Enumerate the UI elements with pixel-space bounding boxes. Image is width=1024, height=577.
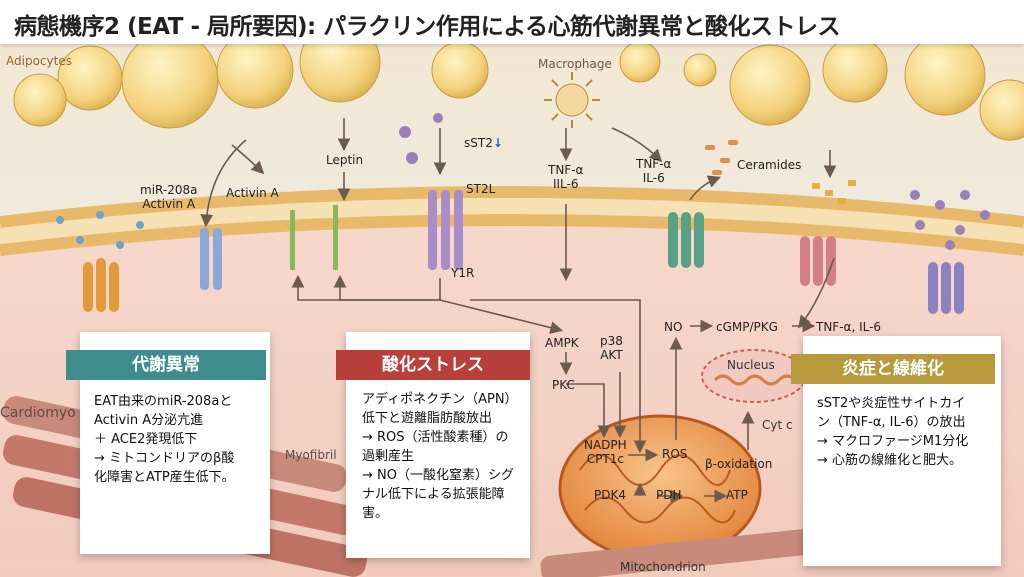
inflammation-card: 炎症と線維化 sST2や炎症性サイトカイ ン（TNF-α, IL-6）の放出 →… bbox=[791, 336, 1001, 566]
cardiomyocyte-label: Cardiomyo bbox=[0, 405, 76, 421]
pkc-label: PKC bbox=[552, 378, 575, 392]
mitochondrion-label: Mitochondrion bbox=[620, 560, 706, 574]
ceramides-label: Ceramides bbox=[737, 158, 802, 172]
tnf-il6-c-label: TNF-α, IL-6 bbox=[816, 320, 882, 334]
down-arrow-icon: ↓ bbox=[492, 136, 503, 150]
membrane-receptors bbox=[83, 190, 964, 314]
nucleus-label: Nucleus bbox=[727, 358, 775, 372]
oxidative-card: 酸化ストレス アディポネクチン（APN） 低下と遊離脂肪酸放出 → ROS（活性… bbox=[336, 332, 530, 558]
pdh-label: PDH bbox=[656, 488, 682, 502]
leptin-label: Leptin bbox=[326, 153, 364, 167]
metabolic-card-heading: 代謝異常 bbox=[66, 350, 266, 380]
macrophage-cell bbox=[544, 72, 600, 128]
st2l-label: ST2L bbox=[466, 182, 496, 196]
y1r-label: Y1R bbox=[451, 266, 475, 280]
tnf-il6-b-label: TNF-α IL-6 bbox=[636, 157, 672, 185]
inflammation-card-body: sST2や炎症性サイトカイ ン（TNF-α, IL-6）の放出 → マクロファー… bbox=[817, 396, 969, 468]
atp-label: ATP bbox=[726, 488, 748, 502]
metabolic-card: 代謝異常 EAT由来のmiR-208aと Activin A分泌亢進 ＋ ACE… bbox=[66, 332, 270, 554]
ampk-label: AMPK bbox=[545, 336, 579, 350]
macrophage-label: Macrophage bbox=[538, 57, 612, 71]
mir208a-label: miR-208a Activin A bbox=[140, 183, 198, 211]
nadph-cpt1c-label: NADPH CPT1c bbox=[584, 438, 627, 466]
cgmp-pkg-label: cGMP/PKG bbox=[716, 320, 778, 334]
ros-label: ROS bbox=[662, 447, 688, 461]
title-bar: 病態機序2 (EAT - 局所要因): パラクリン作用による心筋代謝異常と酸化ス… bbox=[0, 0, 1024, 44]
p38-akt-label: p38 AKT bbox=[600, 334, 623, 362]
beta-oxidation-label: β-oxidation bbox=[705, 457, 773, 471]
page-title: 病態機序2 (EAT - 局所要因): パラクリン作用による心筋代謝異常と酸化ス… bbox=[14, 14, 841, 40]
sst2-text: sST2 bbox=[464, 136, 493, 150]
oxidative-card-heading: 酸化ストレス bbox=[336, 350, 530, 380]
activin-label: Activin A bbox=[226, 186, 279, 200]
tnf-il6-a-label: TNF-α IIL-6 bbox=[548, 163, 584, 191]
adipocyte-cluster bbox=[13, 21, 1024, 141]
adipocytes-label: Adipocytes bbox=[6, 54, 72, 68]
oxidative-card-body: アディポネクチン（APN） 低下と遊離脂肪酸放出 → ROS（活性酸素種）の 過… bbox=[362, 392, 518, 521]
metabolic-card-body: EAT由来のmiR-208aと Activin A分泌亢進 ＋ ACE2発現低下… bbox=[94, 394, 235, 485]
myofibril-label: Myofibril bbox=[285, 448, 337, 462]
cytc-label: Cyt c bbox=[762, 418, 793, 432]
no-label: NO bbox=[664, 320, 683, 334]
pdk4-label: PDK4 bbox=[594, 488, 626, 502]
sst2-label: sST2↓ bbox=[464, 136, 503, 150]
inflammation-card-heading: 炎症と線維化 bbox=[791, 354, 995, 384]
